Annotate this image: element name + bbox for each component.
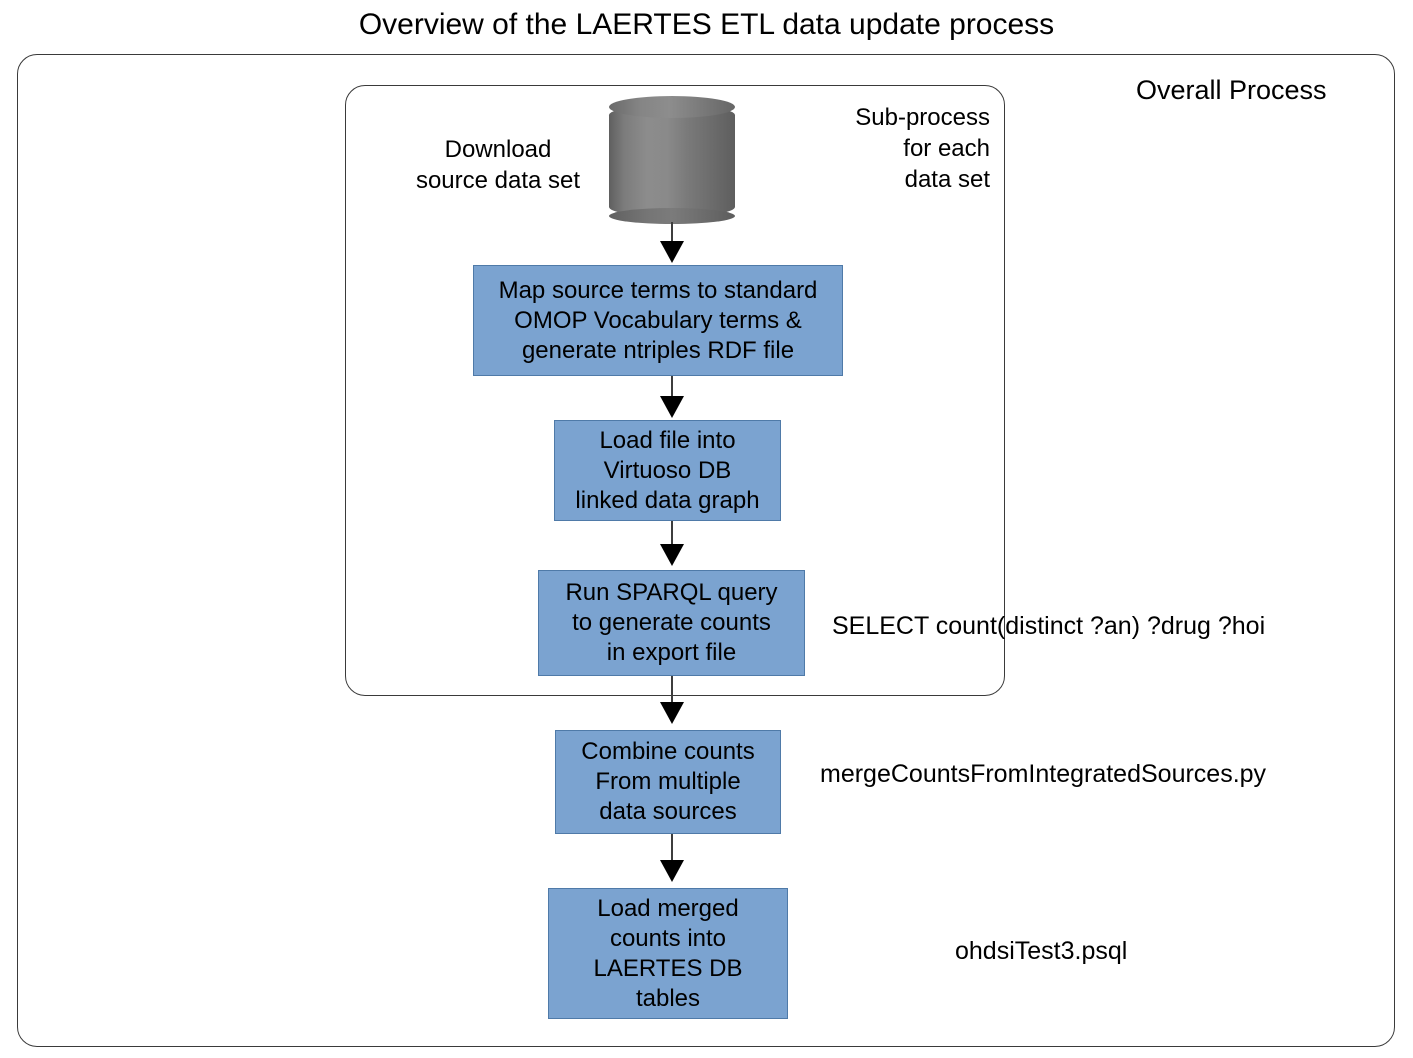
connector-line-db-to-map — [671, 222, 673, 244]
annotation-sparql-query: SELECT count(distinct ?an) ?drug ?hoi — [832, 612, 1266, 640]
arrowhead-map-to-load — [660, 396, 684, 418]
annotation-psql-script: ohdsiTest3.psql — [955, 937, 1128, 965]
arrowhead-db-to-map — [660, 241, 684, 263]
cylinder-top — [609, 96, 735, 118]
page-title: Overview of the LAERTES ETL data update … — [358, 8, 1055, 41]
connector-line-combine-to-loadmerged — [671, 834, 673, 862]
overall-process-label: Overall Process — [1136, 75, 1327, 105]
process-box-map-source-terms[interactable]: Map source terms to standard OMOP Vocabu… — [473, 265, 843, 376]
download-source-data-label: Download source data set — [415, 136, 581, 194]
process-box-load-merged-counts[interactable]: Load merged counts into LAERTES DB table… — [548, 888, 788, 1019]
process-box-run-sparql-query[interactable]: Run SPARQL query to generate counts in e… — [538, 570, 805, 676]
process-box-load-file-virtuoso[interactable]: Load file into Virtuoso DB linked data g… — [554, 420, 781, 521]
overall-process-container — [17, 54, 1395, 1047]
annotation-merge-script: mergeCountsFromIntegratedSources.py — [820, 760, 1267, 788]
cylinder-bottom — [609, 208, 735, 224]
subprocess-container — [345, 85, 1005, 696]
process-box-combine-counts[interactable]: Combine counts From multiple data source… — [555, 730, 781, 834]
arrowhead-sparql-to-combine — [660, 702, 684, 724]
connector-line-sparql-to-combine — [671, 676, 673, 704]
connector-line-map-to-load — [671, 376, 673, 396]
subprocess-label: Sub-process for each data set — [855, 104, 990, 193]
arrowhead-combine-to-loadmerged — [660, 860, 684, 882]
database-cylinder-icon — [609, 96, 735, 224]
arrowhead-load-to-sparql — [660, 544, 684, 566]
connector-line-load-to-sparql — [671, 521, 673, 546]
cylinder-body — [609, 105, 735, 217]
